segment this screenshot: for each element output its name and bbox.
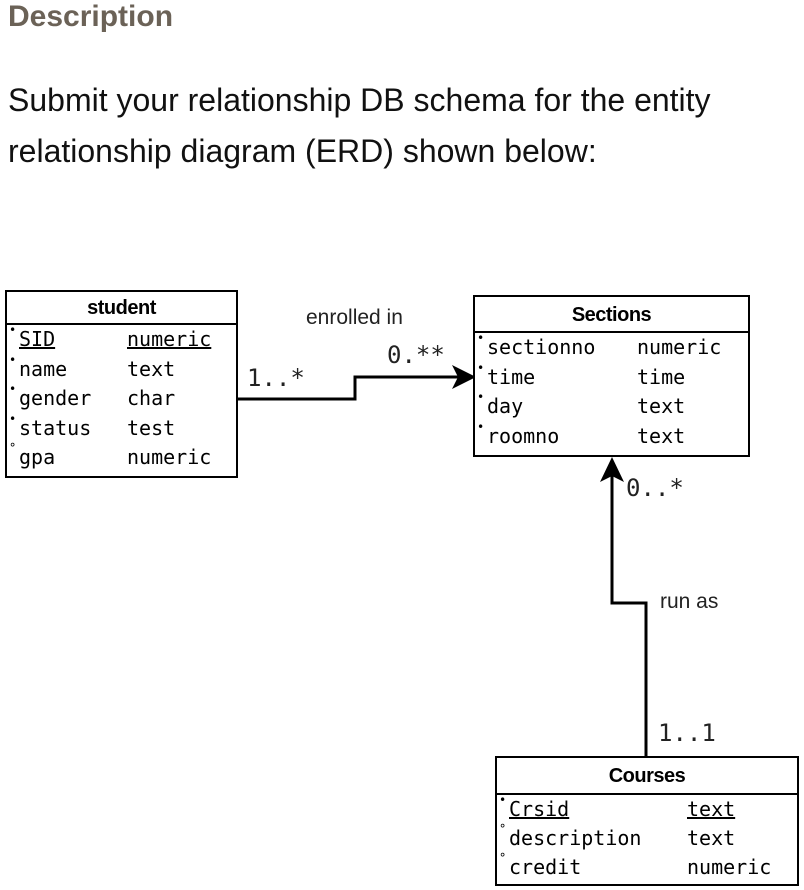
enrolled-in-student-multiplicity: 1..*: [247, 364, 305, 392]
courses-entity: Courses • Crsid text ° description text …: [495, 756, 799, 886]
attr-name: description: [509, 826, 642, 850]
sections-entity-title: Sections: [475, 297, 748, 333]
student-attr-sid: • SID numeric: [7, 323, 236, 355]
run-as-courses-multiplicity: 1..1: [658, 719, 716, 747]
attr-type: numeric: [127, 445, 212, 469]
attr-name: roomno: [487, 423, 560, 448]
student-entity-title: student: [7, 292, 236, 325]
attr-type: numeric: [687, 855, 772, 879]
courses-attr-crsid: • Crsid text: [497, 793, 797, 824]
student-attr-name: • name text: [7, 352, 236, 385]
attr-name: time: [487, 364, 536, 389]
attr-type: text: [637, 394, 686, 418]
courses-attr-credit: ° credit numeric: [497, 851, 797, 882]
attr-type: test: [127, 415, 176, 440]
courses-entity-title: Courses: [497, 758, 797, 795]
optional-marker: °: [499, 822, 507, 836]
description-heading: Description: [8, 0, 174, 33]
sections-attr-time: • time time: [475, 360, 748, 393]
attr-type: text: [637, 423, 686, 448]
required-marker: •: [477, 419, 485, 434]
student-entity: student • SID numeric • name text • gend…: [5, 290, 238, 478]
enrolled-in-label: enrolled in: [306, 306, 403, 329]
enrolled-in-connector: [238, 375, 462, 401]
run-as-arrowhead: [600, 457, 624, 482]
required-marker: •: [9, 411, 17, 426]
required-marker: •: [9, 352, 17, 367]
student-attr-status: • status test: [7, 411, 236, 444]
attr-name: Crsid: [509, 797, 570, 821]
required-marker: •: [477, 331, 485, 345]
attr-name: gpa: [19, 445, 56, 469]
prompt-line-1: Submit your relationship DB schema for t…: [8, 82, 711, 118]
attr-type: text: [687, 797, 736, 821]
attr-type: time: [637, 364, 686, 389]
required-marker: •: [9, 382, 17, 396]
sections-entity: Sections • sectionno numeric • time time…: [473, 295, 750, 457]
sections-attr-roomno: • roomno text: [475, 419, 748, 452]
attr-type: numeric: [637, 335, 722, 359]
attr-type: char: [127, 386, 176, 410]
attr-type: text: [687, 826, 736, 850]
sections-attr-sectionno: • sectionno numeric: [475, 331, 748, 363]
attr-name: credit: [509, 855, 582, 879]
run-as-connector: [610, 470, 648, 756]
attr-type: numeric: [127, 327, 212, 351]
attr-name: SID: [19, 327, 56, 351]
required-marker: •: [9, 323, 17, 337]
attr-name: day: [487, 394, 524, 418]
optional-marker: °: [9, 441, 17, 455]
enrolled-in-arrowhead: [452, 365, 476, 389]
run-as-label: run as: [660, 590, 719, 613]
required-marker: •: [499, 793, 507, 807]
run-as-sections-multiplicity: 0..*: [626, 474, 684, 502]
assignment-prompt: Submit your relationship DB schema for t…: [8, 75, 788, 177]
student-attr-gender: • gender char: [7, 382, 236, 414]
sections-attributes: • sectionno numeric • time time • day te…: [475, 331, 748, 452]
attr-name: status: [19, 415, 92, 440]
courses-attr-description: ° description text: [497, 822, 797, 853]
sections-attr-day: • day text: [475, 390, 748, 422]
attr-name: name: [19, 356, 68, 381]
student-attributes: • SID numeric • name text • gender char …: [7, 323, 236, 473]
prompt-line-2: relationship diagram (ERD) shown below:: [8, 133, 597, 169]
optional-marker: °: [499, 851, 507, 865]
attr-name: gender: [19, 386, 92, 410]
attr-type: text: [127, 356, 176, 381]
enrolled-in-sections-multiplicity: 0.**: [387, 341, 445, 369]
courses-attributes: • Crsid text ° description text ° credit…: [497, 793, 797, 882]
student-attr-gpa: ° gpa numeric: [7, 441, 236, 473]
attr-name: sectionno: [487, 335, 596, 359]
required-marker: •: [477, 360, 485, 375]
required-marker: •: [477, 390, 485, 404]
